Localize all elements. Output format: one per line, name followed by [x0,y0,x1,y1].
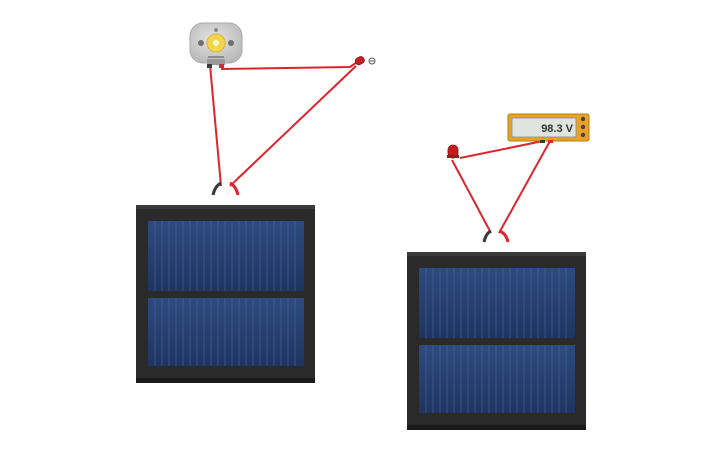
multimeter-reading: 98.3 V [541,123,573,135]
wire-motor-to-led1[interactable] [221,59,361,71]
wire-panel1-to-led1[interactable] [229,65,357,187]
wire-panel1-to-motor[interactable] [209,64,222,187]
dc-motor[interactable] [189,22,243,68]
multimeter-port-1[interactable] [580,116,586,122]
wire-led2-to-multimeter[interactable] [459,140,544,159]
multimeter[interactable]: 98.3 V [507,113,590,143]
led-1[interactable] [354,55,376,66]
solar-panel-2[interactable] [407,229,586,430]
multimeter-port-3[interactable] [580,132,586,138]
wire-panel2-to-multimeter[interactable] [498,140,551,234]
multimeter-port-2[interactable] [580,124,586,130]
solar-panel-1[interactable] [136,181,315,383]
wire-panel2-to-led2[interactable] [451,159,492,234]
led-2[interactable] [447,144,459,159]
